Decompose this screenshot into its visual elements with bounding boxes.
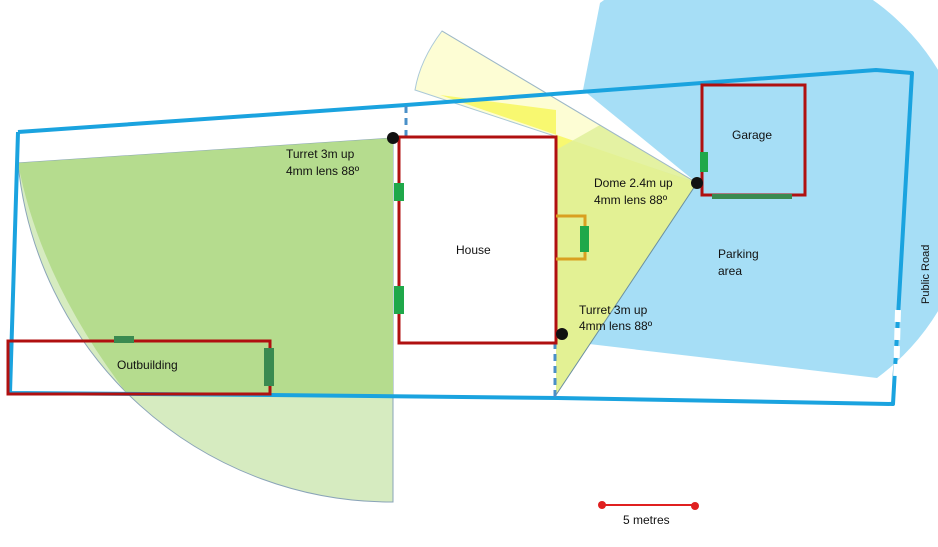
garage-label: Garage [732, 128, 772, 142]
window-icon [700, 152, 708, 172]
camera-icon [691, 177, 703, 189]
house-label: House [456, 243, 491, 257]
scale-bar [598, 501, 699, 510]
turret-left-label-2: 4mm lens 88º [286, 164, 360, 178]
camera-icon [387, 132, 399, 144]
turret-left-label-1: Turret 3m up [286, 147, 355, 161]
fov-yellow [414, 30, 698, 396]
parking-label-1: Parking [718, 247, 759, 261]
outbuilding [6, 336, 274, 396]
fov-blue [555, 0, 938, 378]
road-label: Public Road [920, 245, 932, 304]
window-icon [712, 194, 792, 199]
fov-green [17, 137, 394, 503]
dome-label-1: Dome 2.4m up [594, 176, 673, 190]
house [394, 135, 589, 345]
turret-right-label-2: 4mm lens 88º [579, 319, 653, 333]
window-icon [580, 226, 589, 252]
window-icon [114, 336, 134, 343]
scale-label: 5 metres [623, 513, 670, 527]
camera-icon [556, 328, 568, 340]
garage [700, 83, 807, 199]
window-icon [394, 286, 404, 314]
outbuilding-label: Outbuilding [117, 358, 178, 372]
window-icon [264, 348, 274, 386]
parking-label-2: area [718, 264, 742, 278]
turret-right-label-1: Turret 3m up [579, 303, 648, 317]
window-icon [394, 183, 404, 201]
dome-label-2: 4mm lens 88º [594, 193, 668, 207]
